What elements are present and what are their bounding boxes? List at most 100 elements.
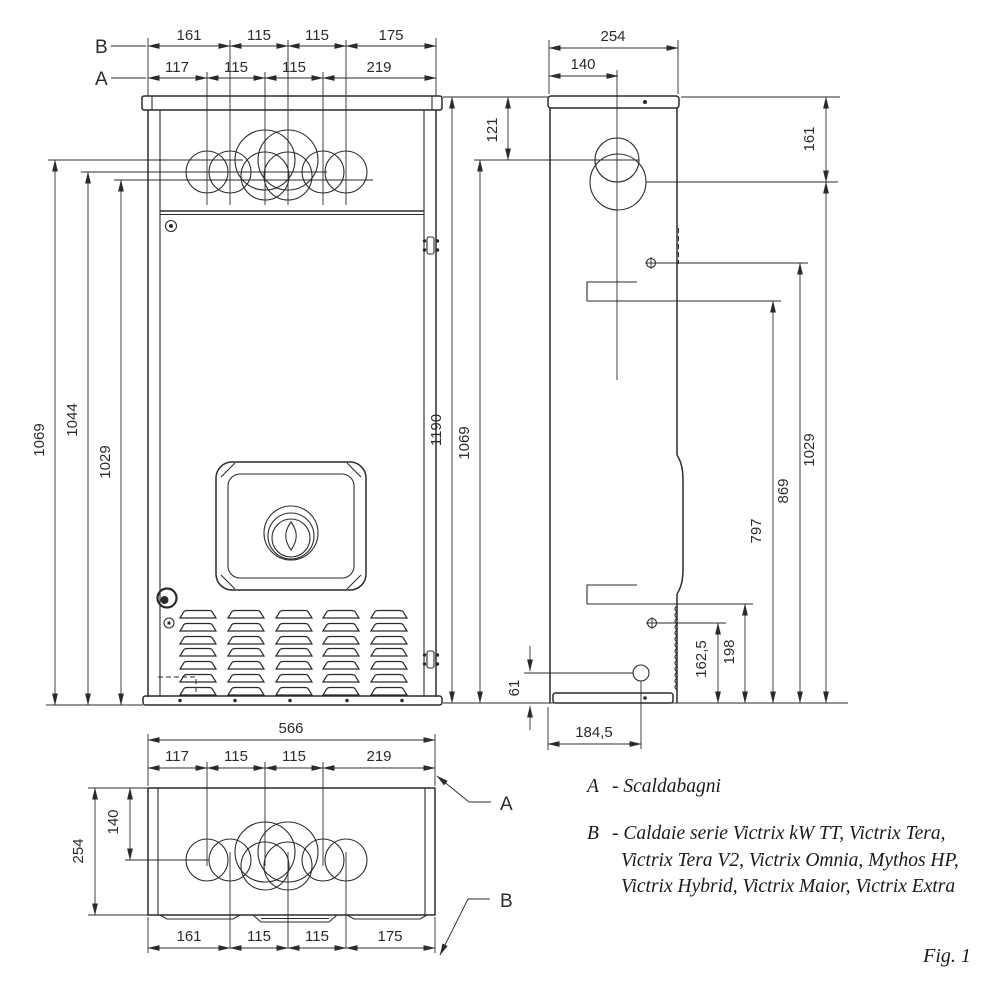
louver-slot <box>179 635 217 645</box>
dim-front-a3: 115 <box>282 59 306 76</box>
dim-body-height: 1069 <box>456 426 473 459</box>
sight-window <box>215 461 367 591</box>
front-top-dimensions: B A 161 115 115 175 117 115 115 219 <box>95 27 437 205</box>
dim-front-a1: 117 <box>165 59 189 76</box>
dim-top-b3: 115 <box>305 928 329 945</box>
top-view-dimensions-lower: 161 115 115 175 <box>147 917 436 953</box>
legend-a-text: - Scaldabagni <box>612 776 721 797</box>
drain-hole <box>632 664 650 682</box>
between-dimensions: 1190 1069 121 <box>428 96 639 704</box>
top-view-callouts: A B <box>436 775 513 956</box>
door-edge-left <box>159 914 241 920</box>
dim-width-566: 566 <box>278 720 303 737</box>
legend: A - Scaldabagni B - Caldaie serie Victri… <box>585 776 971 967</box>
front-view: B A 161 115 115 175 117 115 115 219 <box>31 27 443 706</box>
louver-slot <box>322 609 360 619</box>
louver-slot <box>370 647 408 657</box>
side-cabinet <box>502 70 848 749</box>
louver-slot <box>179 660 217 670</box>
wall-bracket-lower <box>586 584 637 604</box>
side-foot <box>552 692 674 704</box>
louver-slot <box>275 686 313 696</box>
dim-top-b1: 161 <box>176 928 201 945</box>
figure-number: Fig. 1 <box>922 945 971 967</box>
dim-side-797: 797 <box>748 518 765 543</box>
dim-front-b4: 175 <box>378 27 403 44</box>
louver-slot <box>179 647 217 657</box>
dim-side-121: 121 <box>484 117 501 142</box>
louver-slot <box>322 647 360 657</box>
louver-slot <box>227 647 265 657</box>
dim-front-b3: 115 <box>305 27 329 44</box>
front-flue-circles <box>185 129 368 201</box>
mount-screw-upper <box>645 257 657 269</box>
legend-b-line1: - Caldaie serie Victrix kW TT, Victrix T… <box>612 823 945 844</box>
dim-front-b2: 115 <box>247 27 271 44</box>
side-bottom-dimensions: 61 184,5 <box>506 646 642 750</box>
top-view-dimensions-left: 140 254 <box>70 787 209 916</box>
dim-depth-254: 254 <box>600 28 625 45</box>
callout-b-label: B <box>95 37 108 58</box>
callout-a-label: A <box>95 69 108 90</box>
louver-slot <box>227 673 265 683</box>
dim-side-61: 61 <box>506 680 523 697</box>
base-strip <box>142 695 443 706</box>
louver-slot <box>322 686 360 696</box>
dim-top-a2: 115 <box>224 748 248 765</box>
top-cap <box>141 95 443 111</box>
louver-slot <box>322 622 360 632</box>
front-door <box>156 219 440 696</box>
dim-top-a3: 115 <box>282 748 306 765</box>
door-screw-bottom <box>163 617 175 629</box>
door-hinge-top <box>422 236 440 255</box>
louver-slot <box>275 609 313 619</box>
louver-slot <box>275 647 313 657</box>
dim-height-1044: 1044 <box>64 403 81 436</box>
side-view: 254 140 <box>502 28 848 750</box>
dim-top-a4: 219 <box>366 748 391 765</box>
louver-slot <box>370 686 408 696</box>
louver-slot <box>227 609 265 619</box>
legend-b-line3: Victrix Hybrid, Victrix Maior, Victrix E… <box>621 876 955 897</box>
dim-top-b4: 175 <box>377 928 402 945</box>
side-top-dimensions: 254 140 <box>548 28 679 94</box>
louver-slot <box>275 635 313 645</box>
dim-front-b1: 161 <box>176 27 201 44</box>
door-hinge-bottom <box>422 650 440 669</box>
flame-icon <box>285 521 297 551</box>
louver-slot <box>275 622 313 632</box>
louver-slot <box>227 622 265 632</box>
callout-a-pointer-label: A <box>500 794 513 815</box>
louver-slot <box>179 686 217 696</box>
door-lock <box>156 587 178 609</box>
door-screw-top <box>164 219 178 233</box>
dim-front-a4: 219 <box>366 59 391 76</box>
dim-front-a2: 115 <box>224 59 248 76</box>
louver-slot <box>370 609 408 619</box>
louver-slot <box>179 622 217 632</box>
louver-slot <box>370 660 408 670</box>
door-edge-center <box>252 914 338 923</box>
legend-b-key: B <box>587 823 599 844</box>
dim-flue-140: 140 <box>570 56 595 73</box>
louver-slot <box>370 622 408 632</box>
dim-top-b2: 115 <box>247 928 271 945</box>
dim-side-1029: 1029 <box>801 433 818 466</box>
side-top-cap <box>547 95 680 109</box>
side-right-dimensions: 161 1029 869 797 198 162,5 <box>693 96 829 704</box>
top-view-dimensions-upper: 566 117 115 115 219 <box>147 720 436 786</box>
louver-slot <box>275 673 313 683</box>
dim-side-161: 161 <box>801 126 818 151</box>
legend-a-key: A <box>585 776 599 797</box>
callout-b-pointer-label: B <box>500 891 513 912</box>
dim-height-1029: 1029 <box>97 445 114 478</box>
louver-slot <box>227 635 265 645</box>
front-left-dimensions: 1069 1044 1029 <box>31 159 373 706</box>
top-view: 566 117 115 115 219 <box>70 720 513 956</box>
dim-side-869: 869 <box>775 478 792 503</box>
louver-slot <box>227 686 265 696</box>
top-view-outline <box>147 787 436 916</box>
corner-notch <box>158 676 197 696</box>
